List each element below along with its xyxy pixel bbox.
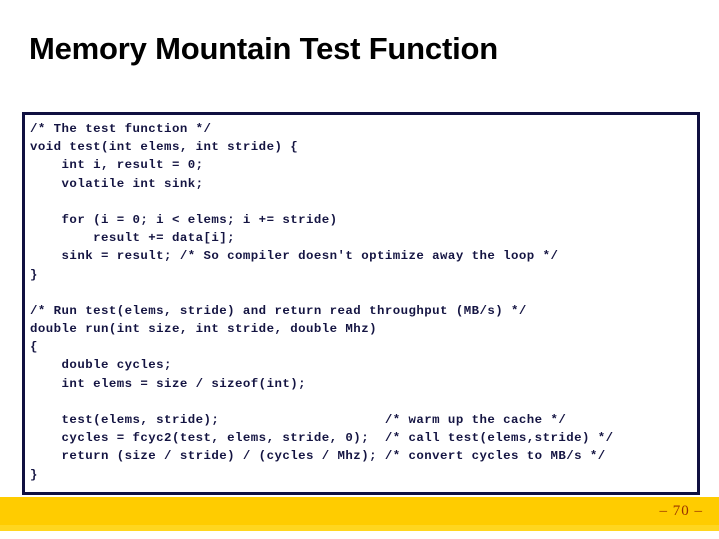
code-line: int i, result = 0; [30,158,204,173]
code-line: volatile int sink; [30,176,204,191]
code-line: /* Run test(elems, stride) and return re… [30,303,527,318]
code-line [30,284,614,302]
code-line: /* The test function */ [30,122,212,136]
code-line: { [30,340,38,355]
code-line: return (size / stride) / (cycles / Mhz);… [30,449,606,464]
code-line: cycles = fcyc2(test, elems, stride, 0); … [30,431,614,446]
code-line: int elems = size / sizeof(int); [30,376,306,391]
page-title: Memory Mountain Test Function [29,31,498,66]
code-line: } [30,467,38,482]
code-listing: /* The test function */ void test(int ele… [30,120,614,484]
code-line: sink = result; /* So compiler doesn't op… [30,249,559,264]
code-line: result += data[i]; [30,231,236,246]
code-line [30,193,614,211]
code-line [30,393,614,411]
code-line: double cycles; [30,358,172,373]
code-line: double run(int size, int stride, double … [30,322,377,337]
code-line: } [30,267,38,282]
page-number: – 70 – [659,503,703,519]
footer-band-lower-stripe [0,525,719,531]
code-block-container: /* The test function */ void test(int ele… [22,112,700,495]
code-line: void test(int elems, int stride) { [30,140,299,155]
code-line: test(elems, stride); /* warm up the cach… [30,413,567,427]
code-line: for (i = 0; i < elems; i += stride) [30,212,338,227]
